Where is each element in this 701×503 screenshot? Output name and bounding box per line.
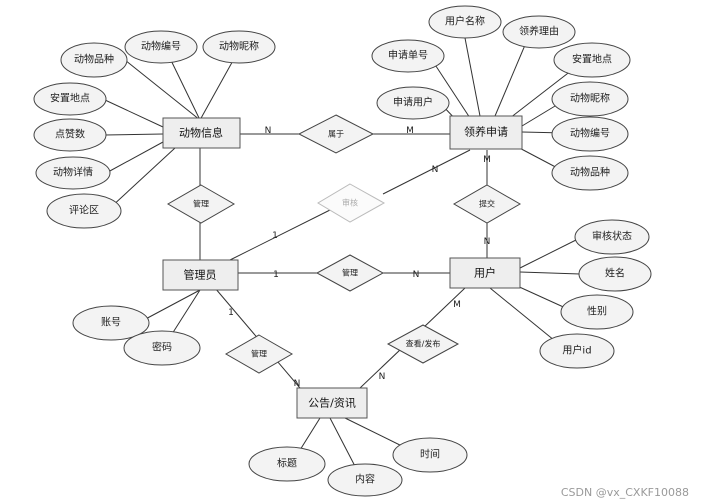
svg-text:评论区: 评论区: [69, 204, 99, 217]
relationship-belongs-to: 属于: [297, 114, 375, 154]
attr-app-number: 申请单号: [371, 39, 445, 73]
svg-text:动物品种: 动物品种: [570, 166, 610, 179]
svg-text:动物品种: 动物品种: [74, 53, 114, 66]
svg-text:动物详情: 动物详情: [53, 166, 93, 179]
svg-text:审核: 审核: [342, 198, 358, 208]
cardinality-labels: N M 1 N M N 1 N 1 N M N: [228, 126, 491, 389]
entity-adoption-application: 领养申请: [449, 115, 523, 150]
entity-animal-info: 动物信息: [162, 117, 241, 149]
attr-admin-account: 账号: [72, 305, 150, 341]
svg-text:管理: 管理: [193, 199, 209, 209]
attr-animal-nickname: 动物昵称: [202, 30, 276, 64]
attr-notice-time: 时间: [392, 437, 468, 473]
svg-text:用户: 用户: [474, 266, 496, 280]
svg-text:动物昵称: 动物昵称: [219, 40, 259, 53]
relationship-manage-animal: 管理: [166, 184, 236, 224]
svg-text:审核状态: 审核状态: [592, 230, 632, 243]
attr-admin-password: 密码: [123, 330, 201, 366]
svg-text:内容: 内容: [355, 473, 375, 486]
svg-text:时间: 时间: [420, 448, 440, 461]
attr-app-location: 安置地点: [553, 42, 631, 78]
attr-animal-id: 动物编号: [124, 30, 198, 64]
entity-admin: 管理员: [162, 259, 239, 291]
svg-text:管理员: 管理员: [184, 268, 217, 282]
relationship-review: 审核: [317, 183, 386, 223]
svg-text:管理: 管理: [251, 349, 267, 359]
attr-animal-likes: 点赞数: [33, 118, 107, 152]
attr-notice-title: 标题: [248, 446, 326, 482]
attr-animal-breed: 动物品种: [60, 42, 128, 78]
attr-app-reason: 领养理由: [502, 15, 576, 49]
svg-text:密码: 密码: [152, 341, 172, 354]
watermark: CSDN @vx_CXKF10088: [560, 486, 689, 499]
attr-app-breed: 动物品种: [551, 155, 629, 191]
attr-notice-content: 内容: [327, 463, 403, 497]
card-user-manage-admin: N: [413, 270, 420, 280]
svg-text:查看/发布: 查看/发布: [406, 339, 441, 349]
card-animal-belongs: N: [265, 126, 272, 136]
svg-text:领养申请: 领养申请: [464, 125, 508, 139]
card-application-submit: M: [483, 155, 491, 165]
svg-text:姓名: 姓名: [605, 267, 625, 280]
card-admin-manage-notice: 1: [228, 308, 234, 318]
svg-text:安置地点: 安置地点: [572, 53, 612, 66]
svg-text:动物编号: 动物编号: [570, 127, 610, 140]
card-user-view: M: [453, 300, 461, 310]
svg-text:点赞数: 点赞数: [55, 128, 85, 141]
relationship-manage-notice: 管理: [224, 334, 294, 374]
entity-notice: 公告/资讯: [296, 387, 368, 419]
card-notice-manage: N: [294, 379, 301, 389]
relationship-submit: 提交: [452, 184, 522, 224]
card-application-review: N: [432, 165, 439, 175]
attr-animal-details: 动物详情: [35, 156, 111, 190]
attr-animal-comments: 评论区: [46, 193, 122, 229]
attr-user-id: 用户id: [539, 333, 615, 369]
svg-text:领养理由: 领养理由: [519, 25, 559, 38]
attr-user-status: 审核状态: [574, 219, 650, 255]
svg-text:提交: 提交: [479, 199, 495, 209]
svg-text:申请单号: 申请单号: [388, 49, 428, 62]
svg-text:用户名称: 用户名称: [445, 15, 485, 28]
svg-text:动物昵称: 动物昵称: [570, 92, 610, 105]
attr-user-gender: 性别: [560, 294, 634, 330]
attr-app-applicant: 申请用户: [376, 86, 450, 120]
svg-text:账号: 账号: [101, 317, 121, 329]
attr-animal-location: 安置地点: [33, 82, 107, 116]
svg-text:公告/资讯: 公告/资讯: [308, 397, 356, 410]
entity-user: 用户: [449, 257, 521, 289]
card-admin-review: 1: [272, 231, 278, 241]
svg-text:管理: 管理: [342, 268, 358, 278]
attr-app-animal-id: 动物编号: [551, 116, 629, 152]
relationship-view-publish: 查看/发布: [386, 324, 460, 364]
card-notice-view: N: [379, 372, 386, 382]
card-application-belongs: M: [406, 126, 414, 136]
svg-text:申请用户: 申请用户: [393, 96, 433, 109]
svg-text:动物信息: 动物信息: [179, 126, 223, 140]
svg-text:属于: 属于: [328, 130, 344, 139]
attr-app-nickname: 动物昵称: [551, 81, 629, 117]
attr-user-name: 姓名: [578, 256, 652, 292]
svg-text:安置地点: 安置地点: [50, 92, 90, 105]
svg-text:性别: 性别: [587, 305, 607, 318]
relationship-manage-user: 管理: [315, 254, 385, 292]
attr-app-username: 用户名称: [428, 5, 502, 39]
svg-text:标题: 标题: [277, 458, 297, 470]
svg-text:动物编号: 动物编号: [141, 40, 181, 53]
svg-text:用户id: 用户id: [562, 344, 591, 357]
card-user-submit: N: [484, 237, 491, 247]
card-admin-manage-user: 1: [273, 270, 279, 280]
